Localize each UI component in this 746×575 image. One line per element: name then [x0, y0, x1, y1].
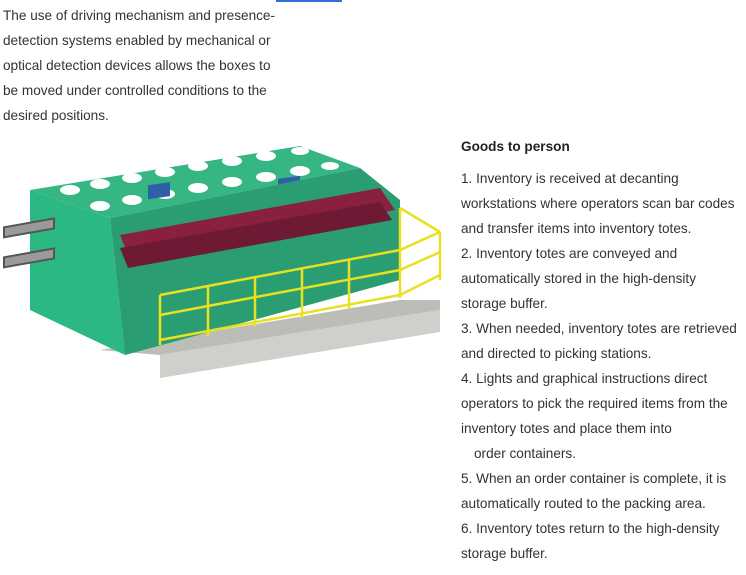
floor-platform-top	[100, 300, 440, 355]
step-line: 3. When needed, inventory totes are retr…	[461, 321, 737, 336]
step-line: operators to pick the required items fro…	[461, 396, 728, 411]
step-line: automatically routed to the packing area…	[461, 496, 706, 511]
floor-platform-front	[160, 310, 440, 378]
step-line: and directed to picking stations.	[461, 346, 652, 361]
step-line: and transfer items into inventory totes.	[461, 221, 692, 236]
intro-line: desired positions.	[3, 108, 109, 123]
step-line: 4. Lights and graphical instructions dir…	[461, 371, 708, 386]
step-line: 5. When an order container is complete, …	[461, 471, 727, 486]
step-line: workstations where operators scan bar co…	[461, 196, 735, 211]
intro-line: The use of driving mechanism and presenc…	[3, 8, 276, 23]
step-line-indented: order containers.	[474, 446, 577, 461]
step-line: 2. Inventory totes are conveyed and	[461, 246, 678, 261]
top-accent-rule	[276, 0, 342, 2]
yellow-railing	[158, 206, 442, 345]
intro-line: detection systems enabled by mechanical …	[3, 33, 271, 48]
goods-to-person-title: Goods to person	[461, 139, 570, 154]
step-line: storage buffer.	[461, 546, 548, 561]
intro-line: be moved under controlled conditions to …	[3, 83, 267, 98]
step-line: automatically stored in the high-density	[461, 271, 696, 286]
goods-to-person-steps: 1. Inventory is received at decanting wo…	[461, 166, 744, 566]
step-line: inventory totes and place them into	[461, 421, 672, 436]
top-holes	[60, 147, 339, 211]
goods-to-person-machine-illustration	[3, 146, 442, 378]
left-conveyor	[3, 217, 55, 269]
step-line: storage buffer.	[461, 296, 548, 311]
machine-left-wall	[30, 190, 125, 355]
step-line: 6. Inventory totes return to the high-de…	[461, 521, 720, 536]
intro-paragraph: The use of driving mechanism and presenc…	[3, 3, 288, 128]
step-line: 1. Inventory is received at decanting	[461, 171, 679, 186]
machine-top	[30, 146, 360, 218]
step-line: order containers.	[461, 441, 744, 466]
intro-line: optical detection devices allows the box…	[3, 58, 271, 73]
blue-panel	[148, 182, 170, 200]
inventory-totes	[120, 202, 392, 268]
